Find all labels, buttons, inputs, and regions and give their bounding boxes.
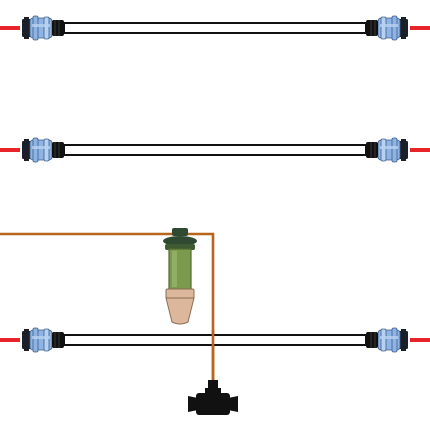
clear-pipe [63, 144, 367, 156]
left-blue-coupler [21, 327, 65, 353]
right-blue-coupler [365, 327, 409, 353]
right-blue-coupler [365, 15, 409, 41]
sensor-flange [163, 236, 197, 246]
left-blue-coupler [21, 137, 65, 163]
clear-pipe [63, 22, 367, 34]
soil-moisture-sensor [163, 228, 197, 325]
lower-pipe [0, 327, 430, 353]
black-tee-connector [188, 380, 238, 415]
upper-pipe [0, 15, 430, 41]
sensor-cone-tip [165, 297, 195, 325]
right-blue-coupler [365, 137, 409, 163]
sensor-cap [172, 228, 188, 236]
left-blue-coupler [21, 15, 65, 41]
clear-pipe [63, 334, 367, 346]
middle-pipe [0, 137, 430, 163]
